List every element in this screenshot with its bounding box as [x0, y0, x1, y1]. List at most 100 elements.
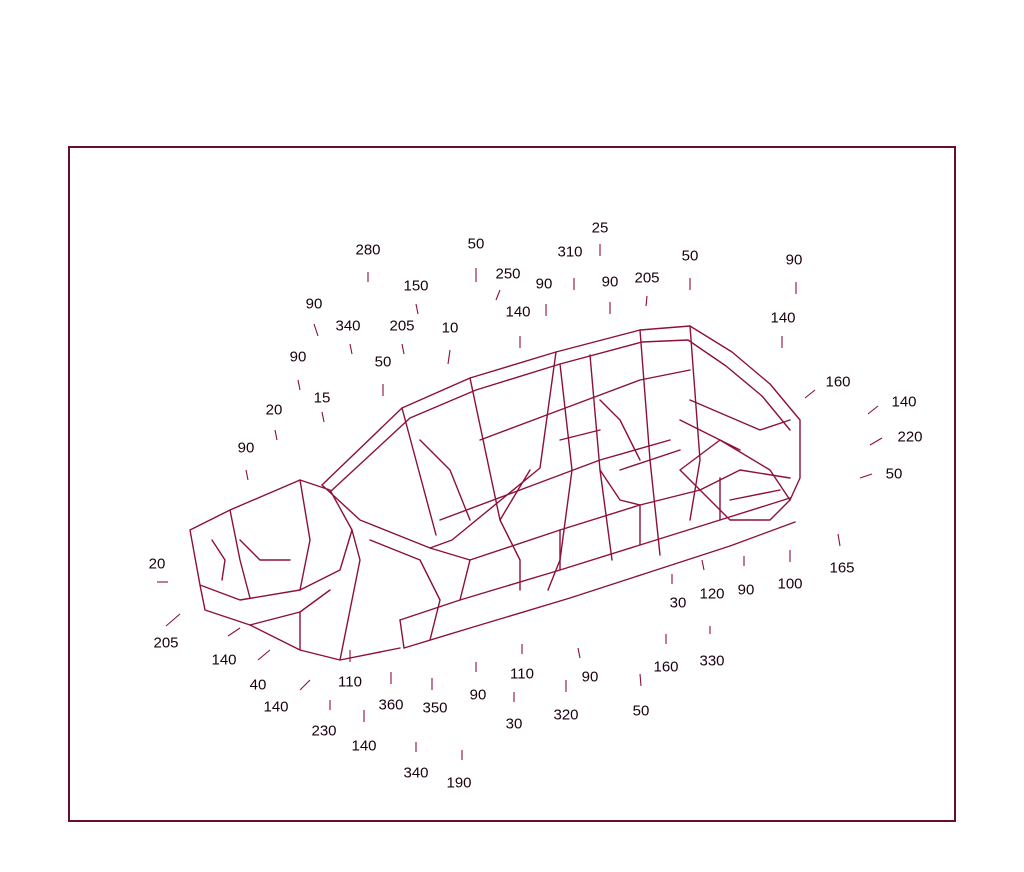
leader-line [401, 343, 405, 355]
leader-line [415, 303, 419, 315]
callout-50: 50 [633, 673, 649, 720]
callout-label: 25 [592, 220, 609, 237]
callout-205: 205 [634, 270, 660, 307]
callout-330: 330 [699, 626, 725, 670]
callout-label: 320 [553, 707, 578, 724]
callout-340: 340 [335, 318, 361, 355]
leader-line [245, 469, 249, 481]
callout-90: 90 [290, 349, 307, 391]
leader-line [859, 473, 873, 479]
callout-label: 360 [378, 697, 403, 714]
callout-label: 140 [351, 738, 376, 755]
callout-label: 90 [290, 349, 307, 366]
leader-line [349, 343, 353, 355]
callout-label: 120 [699, 586, 724, 603]
callout-label: 90 [602, 274, 619, 291]
callout-label: 140 [211, 652, 236, 669]
leader-line [701, 559, 705, 571]
diagram-frame [68, 146, 956, 822]
callout-label: 20 [149, 556, 166, 573]
callout-label: 90 [238, 440, 255, 457]
callout-label: 100 [777, 576, 802, 593]
callout-label: 150 [403, 278, 428, 295]
callout-230: 230 [311, 700, 337, 740]
callout-label: 160 [653, 659, 678, 676]
callout-label: 190 [446, 775, 471, 792]
leader-line [867, 405, 879, 415]
callout-label: 165 [829, 560, 854, 577]
callout-label: 140 [770, 310, 795, 327]
leader-line [257, 649, 271, 661]
callout-label: 50 [468, 236, 485, 253]
callout-25: 25 [592, 220, 609, 256]
callout-label: 50 [375, 354, 392, 371]
callout-label: 30 [670, 595, 687, 612]
callout-label: 280 [355, 242, 380, 259]
callout-15: 15 [314, 390, 330, 423]
leader-line [447, 349, 451, 365]
callout-140: 140 [867, 394, 917, 415]
callout-280: 280 [355, 242, 381, 282]
leader-line [321, 411, 325, 423]
callout-label: 20 [266, 402, 283, 419]
callout-20: 20 [149, 556, 168, 583]
callout-310: 310 [557, 244, 583, 290]
leader-line [297, 379, 301, 391]
callout-360: 360 [378, 672, 404, 714]
leader-line [639, 673, 642, 687]
callout-50: 50 [375, 354, 392, 396]
callout-90: 90 [602, 274, 619, 314]
callout-30: 30 [506, 692, 522, 733]
callout-90: 90 [786, 252, 803, 294]
callout-label: 90 [582, 669, 599, 686]
callout-250: 250 [495, 266, 521, 301]
callout-label: 10 [442, 320, 459, 337]
callout-190: 190 [446, 750, 472, 792]
leader-line [837, 533, 841, 547]
callout-label: 350 [422, 700, 447, 717]
leader-line [274, 429, 278, 441]
leader-line [577, 647, 581, 659]
callout-label: 330 [699, 653, 724, 670]
callout-label: 140 [505, 304, 530, 321]
callout-90: 90 [306, 296, 322, 337]
callout-label: 205 [634, 270, 659, 287]
leader-line [313, 323, 319, 337]
callout-110: 110 [338, 650, 362, 691]
callout-30: 30 [670, 574, 687, 612]
callout-140: 140 [505, 304, 531, 348]
callout-140: 140 [211, 627, 241, 669]
callout-140: 140 [263, 679, 311, 716]
callout-205: 205 [153, 613, 181, 652]
callout-label: 50 [886, 466, 903, 483]
callout-label: 230 [311, 723, 336, 740]
callout-160: 160 [653, 634, 679, 676]
callout-label: 110 [338, 674, 362, 691]
callout-label: 250 [495, 266, 520, 283]
callout-100: 100 [777, 550, 803, 593]
callout-340: 340 [403, 742, 429, 782]
callout-label: 140 [891, 394, 916, 411]
callout-label: 340 [335, 318, 360, 335]
callout-label: 220 [897, 429, 922, 446]
leader-line [495, 289, 501, 301]
leader-line [645, 295, 648, 307]
callout-90: 90 [238, 440, 255, 481]
leader-line [165, 613, 181, 627]
callout-label: 50 [682, 248, 699, 265]
callout-label: 90 [738, 582, 755, 599]
callout-label: 160 [825, 374, 850, 391]
callout-320: 320 [553, 680, 579, 724]
callout-110: 110 [510, 644, 534, 683]
callout-160: 160 [804, 374, 851, 399]
car-body-outline [189, 325, 801, 661]
callout-90: 90 [470, 662, 486, 704]
callout-165: 165 [829, 533, 855, 577]
callout-label: 90 [786, 252, 803, 269]
callout-140: 140 [770, 310, 796, 348]
callout-140: 140 [351, 710, 377, 755]
callout-220: 220 [869, 429, 923, 446]
callout-20: 20 [266, 402, 283, 441]
